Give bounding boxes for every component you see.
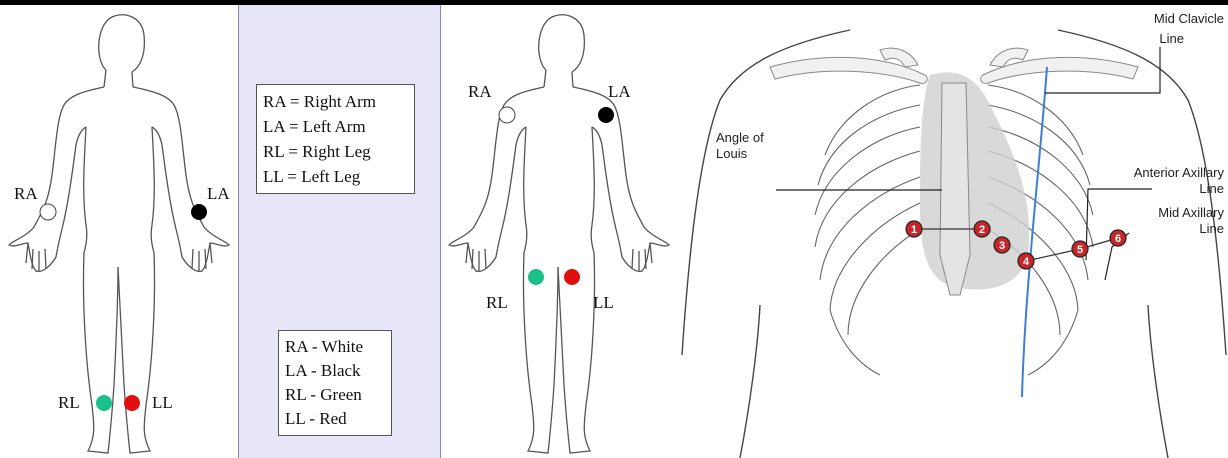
v1-electrode: 1 [906,221,922,237]
mid-clavicle-label-2: Line [1159,31,1184,46]
angle-of-louis-label-2: Louis [716,146,748,161]
la-electrode-torso [598,107,614,123]
v3-electrode: 3 [994,237,1010,253]
mid-axillary-label-1: Mid Axillary [1158,205,1224,220]
angle-of-louis-label-1: Angle of [716,130,764,145]
svg-text:3: 3 [999,240,1005,252]
color-rl: RL - Green [285,383,385,407]
sternum [940,83,970,295]
heart-shading [920,72,1029,289]
svg-text:2: 2 [979,224,985,236]
rl-label: RL [58,393,80,412]
svg-text:6: 6 [1115,233,1121,245]
mid-axillary-label-2: Line [1199,221,1224,236]
color-ra: RA - White [285,335,385,359]
chest-illustration: 1 2 3 4 5 6 Mid C [680,5,1228,458]
la-label: LA [207,184,230,203]
legend-ra: RA = Right Arm [263,89,408,114]
la-electrode [191,204,207,220]
legend-panel: RA = Right Arm LA = Left Arm RL = Right … [238,5,441,458]
svg-text:4: 4 [1023,256,1030,268]
precordial-leads-chest: 1 2 3 4 5 6 Mid C [680,5,1228,458]
rl-label-torso: RL [486,293,508,312]
ra-electrode-torso [499,107,515,123]
color-ll: LL - Red [285,407,385,431]
rl-electrode-torso [528,269,544,285]
v6-electrode: 6 [1110,230,1126,246]
svg-text:5: 5 [1077,244,1083,256]
abbreviation-legend: RA = Right Arm LA = Left Arm RL = Right … [256,84,415,194]
la-label-torso: LA [608,82,631,101]
ll-electrode [124,395,140,411]
ra-label: RA [14,184,38,203]
ll-label: LL [152,393,173,412]
legend-rl: RL = Right Leg [263,139,408,164]
mid-clavicle-label-1: Mid Clavicle [1154,11,1224,26]
v4-electrode: 4 [1018,253,1034,269]
body-outline-torso: RA LA RL LL [440,5,680,458]
limb-leads-wrist-figure: RA LA RL LL [0,5,238,458]
ll-electrode-torso [564,269,580,285]
ra-label-torso: RA [468,82,492,101]
color-la: LA - Black [285,359,385,383]
ll-label-torso: LL [593,293,614,312]
anterior-axillary-label-1: Anterior Axillary [1134,165,1225,180]
v2-electrode: 2 [974,221,990,237]
ra-electrode [40,204,56,220]
anterior-axillary-label-2: Line [1199,181,1224,196]
legend-ll: LL = Left Leg [263,164,408,189]
body-outline-front: RA LA RL LL [0,5,238,458]
limb-leads-torso-figure: RA LA RL LL [440,5,680,458]
legend-la: LA = Left Arm [263,114,408,139]
v5-electrode: 5 [1072,241,1088,257]
rl-electrode [96,395,112,411]
svg-text:1: 1 [911,224,917,236]
color-legend: RA - White LA - Black RL - Green LL - Re… [278,330,392,436]
